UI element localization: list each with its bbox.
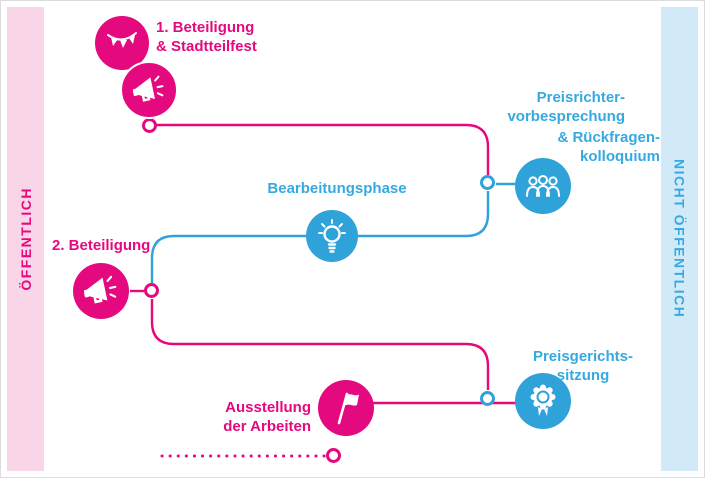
public-zone-label: ÖFFENTLICH [17, 187, 34, 291]
label-line: sitzung [556, 367, 610, 384]
non-public-zone-band: NICHT ÖFFENTLICH [661, 7, 698, 471]
junction-node-2 [480, 175, 495, 190]
participation-2-node [73, 263, 129, 319]
label-line: kolloquium [580, 148, 660, 165]
exhibition-node [318, 380, 374, 436]
participation-1-node [120, 61, 178, 119]
jury-session-node [515, 373, 571, 429]
label-line: vorbesprechung [507, 108, 625, 125]
lightbulb-icon [318, 219, 346, 253]
label-line: & Rückfragen- [557, 129, 660, 146]
festival-node [95, 16, 149, 70]
flag-icon [337, 392, 359, 425]
medal-icon [530, 384, 556, 416]
junction-node-5 [326, 448, 341, 463]
label-line: der Arbeiten [223, 418, 311, 435]
public-zone-band: ÖFFENTLICH [7, 7, 44, 471]
label-ausstellung: Ausstellung der Arbeiten [191, 398, 311, 436]
connector-step2-to-jurymeeting [150, 299, 490, 390]
junction-node-1 [142, 118, 157, 133]
junction-node-3 [144, 283, 159, 298]
label-beteiligung-2: 2. Beteiligung [52, 236, 150, 255]
label-preisrichter: Preisrichter- vorbesprechung [465, 88, 625, 126]
label-beteiligung-1: 1. Beteiligung & Stadtteilfest [156, 18, 257, 56]
label-bearbeitungsphase: Bearbeitungsphase [257, 179, 417, 198]
non-public-zone-label: NICHT ÖFFENTLICH [671, 159, 688, 319]
jury-icon [526, 175, 560, 197]
label-rueckfragen: & Rückfragen- kolloquium [500, 128, 660, 166]
working-phase-node [306, 210, 358, 262]
megaphone-icon [84, 275, 117, 304]
junction-node-4 [480, 391, 495, 406]
label-line: Ausstellung [225, 399, 311, 416]
label-line: Preisrichter- [536, 89, 625, 106]
megaphone-icon [133, 75, 164, 102]
connector-step1-to-jury [156, 123, 490, 175]
label-line: 1. Beteiligung [156, 19, 255, 36]
bunting-icon [107, 32, 137, 48]
label-preisgericht: Preisgerichts- sitzung [518, 347, 648, 385]
label-line: Preisgerichts- [532, 348, 634, 365]
label-line: Bearbeitungsphase [267, 180, 407, 197]
label-line: 2. Beteiligung [52, 237, 151, 254]
jury-briefing-node [515, 158, 571, 214]
label-line: & Stadtteilfest [156, 38, 257, 55]
